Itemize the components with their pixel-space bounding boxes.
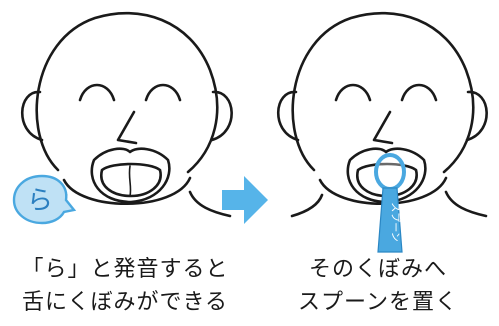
eye-right-icon	[144, 83, 182, 102]
nose-icon	[372, 110, 394, 145]
mouth-outline	[346, 147, 427, 204]
eye-left-icon	[334, 83, 372, 102]
caption-step-2-line-1: そのくぼみへ	[308, 257, 447, 282]
ear-left-icon	[276, 90, 300, 142]
caption-step-1-line-1: 「ら」と発音すると	[21, 257, 229, 282]
caption-step-2-line-2: スプーンを置く	[298, 290, 458, 315]
speech-bubble: ら	[12, 174, 77, 225]
speech-bubble-shape	[12, 174, 77, 225]
ear-right-icon	[210, 90, 233, 142]
spoon-label: スプーン	[389, 202, 401, 242]
shoulder-left	[290, 193, 324, 218]
ear-left-icon	[20, 90, 44, 142]
shoulder-right	[444, 190, 488, 218]
tongue-groove	[128, 165, 132, 197]
jaw-outline	[62, 176, 192, 205]
right-arrow-icon	[222, 176, 268, 224]
spoon-handle	[377, 187, 403, 253]
caption-step-1-line-2: 舌にくぼみができる	[21, 290, 229, 315]
caption-step-1: 「ら」と発音すると 舌にくぼみができる	[5, 253, 245, 319]
mouth-outline	[90, 147, 171, 204]
head-outline	[35, 11, 219, 174]
tongue-outline	[100, 162, 162, 198]
spoon-bowl	[374, 153, 406, 191]
ear-right-icon	[465, 90, 488, 142]
head-outline	[291, 11, 475, 174]
tongue-outline	[356, 162, 418, 198]
eye-left-icon	[78, 83, 116, 102]
nose-icon	[116, 110, 138, 145]
spoon: スプーン	[374, 153, 406, 253]
eye-right-icon	[400, 83, 438, 102]
bubble-label: ら	[27, 186, 53, 216]
shoulder-right	[188, 190, 232, 218]
caption-step-2: そのくぼみへ スプーンを置く	[258, 253, 498, 319]
